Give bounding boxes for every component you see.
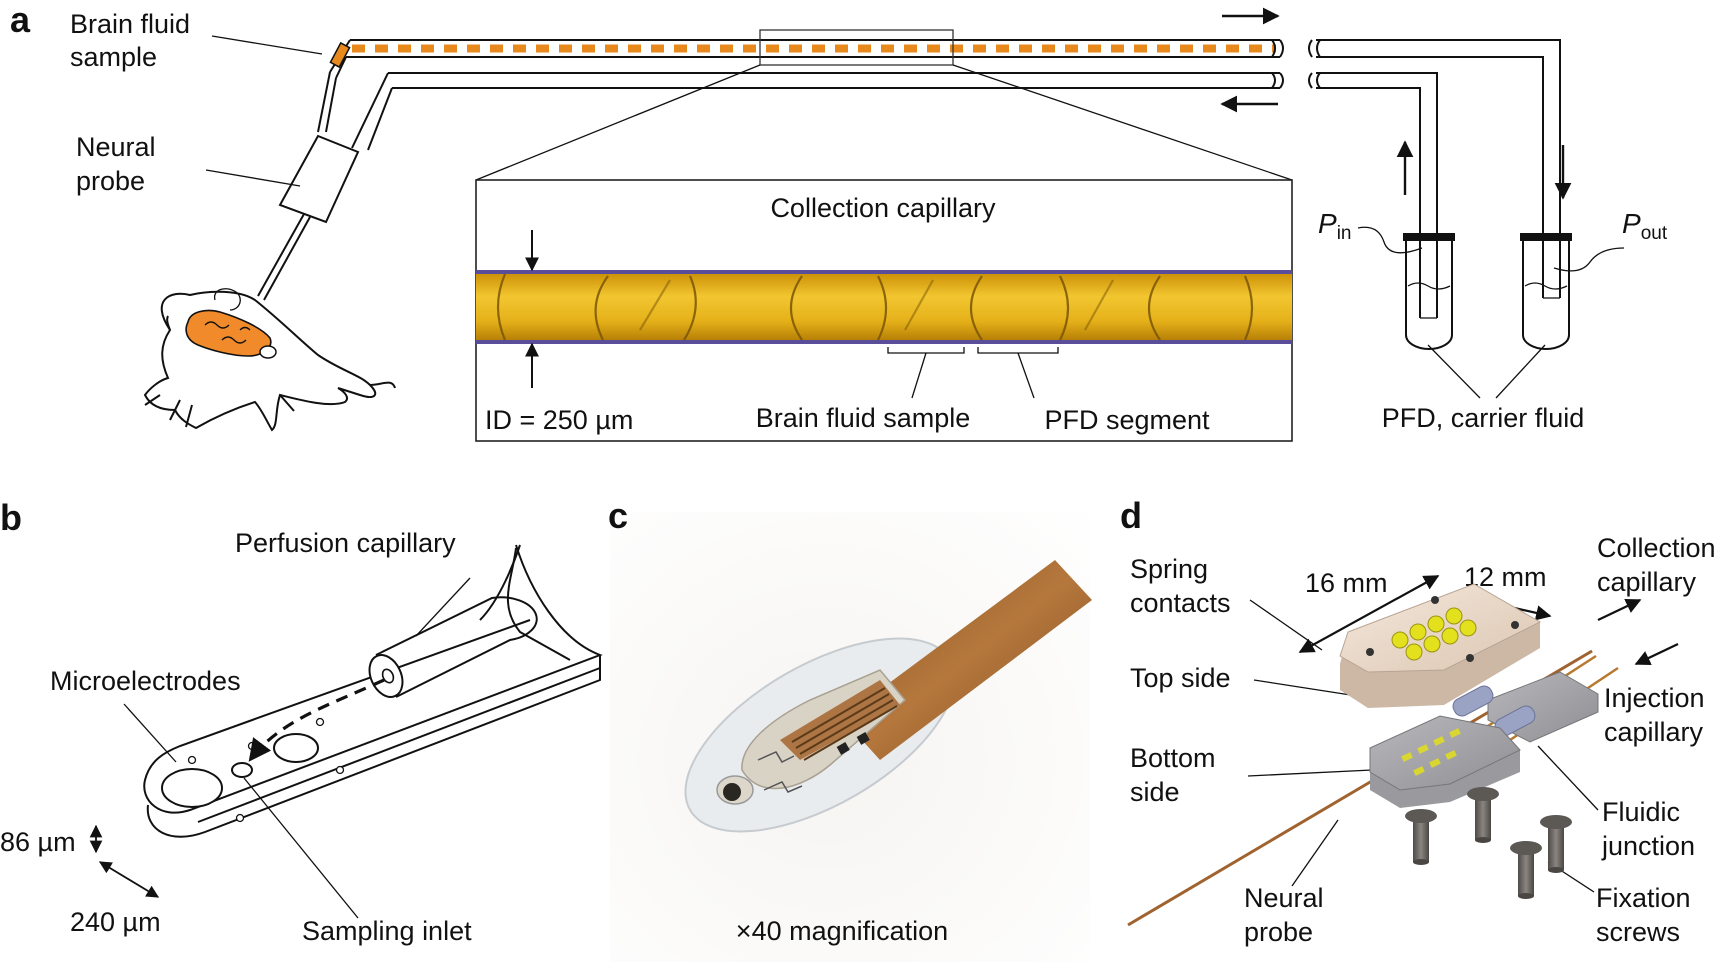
- label-neural-probe-1: Neural: [76, 132, 156, 162]
- label-neural-probe-2: probe: [76, 166, 145, 196]
- inset-brain-fluid-label: Brain fluid sample: [756, 403, 971, 433]
- inlet-dark: [723, 783, 741, 801]
- label-bottom-side-2: side: [1130, 777, 1180, 807]
- perfusion-capillary-cylinder: [368, 596, 538, 698]
- label-magnification: ×40 magnification: [736, 916, 948, 946]
- probe-shank: [143, 544, 603, 838]
- panel-a: a Brain fluid sample Neural probe: [10, 0, 1668, 442]
- label-fluidic-junction-1: Fluidic: [1602, 797, 1680, 827]
- inset-pfd-label: PFD segment: [1044, 405, 1210, 435]
- screw-2: [1467, 787, 1499, 843]
- collection-flow-arrow: [1597, 599, 1642, 621]
- label-p-out: Pout: [1622, 208, 1668, 244]
- label-carrier-fluid: PFD, carrier fluid: [1382, 403, 1585, 433]
- neural-probe-body: [257, 134, 360, 301]
- magnify-line-left: [475, 64, 761, 181]
- brain-icon: [185, 309, 272, 357]
- injection-flow-arrow: [1634, 643, 1679, 665]
- dim-16-arrow: [1298, 575, 1440, 653]
- collection-capillary-inset: Collection capillary ID = 250 µm: [475, 179, 1293, 442]
- spring-contacts: [1391, 607, 1477, 661]
- label-neural-probe-d-2: probe: [1244, 917, 1313, 947]
- sampling-inlet-hole: [231, 762, 253, 778]
- inset-id-label: ID = 250 µm: [485, 405, 633, 435]
- leader-neural-probe: [205, 169, 301, 187]
- sample-plug: [329, 41, 351, 69]
- top-side-block: [1339, 583, 1542, 708]
- label-perfusion-capillary: Perfusion capillary: [235, 528, 456, 558]
- label-thickness: 86 µm: [0, 827, 76, 857]
- label-fixation-screws-2: screws: [1596, 917, 1680, 947]
- inset-title: Collection capillary: [770, 193, 996, 223]
- reservoir-out: [1520, 233, 1572, 350]
- mouse-illustration: [143, 288, 396, 432]
- microelectrode-pad: [161, 768, 223, 808]
- leader-spring-contacts: [1249, 599, 1323, 651]
- label-width: 240 µm: [70, 907, 161, 937]
- panel-letter-d: d: [1120, 495, 1142, 536]
- leader-sampling-inlet: [243, 777, 359, 919]
- screw-3: [1510, 841, 1542, 899]
- leader-neural-probe-d: [1291, 819, 1339, 887]
- leader-brain-fluid-sample: [211, 35, 323, 55]
- fluidic-junction-block: [1452, 671, 1599, 743]
- screw-4: [1540, 815, 1572, 873]
- probe-tip-photo: [684, 560, 1092, 833]
- label-collection-capillary-1: Collection: [1597, 533, 1716, 563]
- label-fixation-screws-1: Fixation: [1596, 883, 1691, 913]
- label-injection-capillary-1: Injection: [1604, 683, 1705, 713]
- panel-d: d Spring contacts 16 mm 12 mm Collection…: [1120, 495, 1716, 947]
- leader-p-in: [1357, 226, 1423, 254]
- leader-carrier-in: [1427, 344, 1481, 399]
- width-arrow: [98, 861, 160, 898]
- label-p-in: Pin: [1318, 208, 1351, 244]
- label-bottom-side-1: Bottom: [1130, 743, 1216, 773]
- fixation-screws: [1405, 787, 1572, 899]
- panel-letter-c: c: [608, 495, 628, 536]
- collection-capillary-top: [346, 39, 1284, 58]
- leader-p-out: [1553, 247, 1625, 272]
- reservoir-in: [1403, 233, 1455, 350]
- leader-bottom-side: [1247, 769, 1373, 777]
- leader-fluidic-junction: [1537, 745, 1599, 811]
- panel-b: b Perfusion capillary Microelectrodes: [0, 497, 603, 946]
- label-collection-capillary-2: capillary: [1597, 567, 1697, 597]
- panel-c: c ×40 magnification: [608, 495, 1092, 962]
- label-injection-capillary-2: capillary: [1604, 717, 1704, 747]
- panel-letter-a: a: [10, 0, 31, 40]
- perfusion-capillary-top: [388, 72, 1284, 89]
- microelectrode-pad-2: [273, 733, 319, 763]
- label-spring-contacts-1: Spring: [1130, 554, 1208, 584]
- label-brain-fluid-sample-2: sample: [70, 42, 157, 72]
- reservoir-tubing: [1308, 39, 1561, 235]
- magnify-box: [759, 29, 954, 66]
- leader-carrier-out: [1495, 344, 1546, 399]
- label-spring-contacts-2: contacts: [1130, 588, 1231, 618]
- leader-perfusion-capillary: [415, 577, 471, 637]
- panel-letter-b: b: [0, 497, 22, 538]
- label-brain-fluid-sample-1: Brain fluid: [70, 9, 190, 39]
- magnify-line-right: [952, 64, 1293, 181]
- bottom-side-block: [1369, 715, 1521, 808]
- label-top-side: Top side: [1130, 663, 1231, 693]
- flow-path-arrow: [248, 678, 385, 762]
- screw-1: [1405, 809, 1437, 865]
- probe-shaft: [842, 560, 1092, 760]
- label-microelectrodes: Microelectrodes: [50, 666, 241, 696]
- label-neural-probe-d-1: Neural: [1244, 883, 1324, 913]
- label-dim-16: 16 mm: [1305, 568, 1388, 598]
- inset-segments: [496, 273, 1254, 341]
- label-sampling-inlet: Sampling inlet: [302, 916, 472, 946]
- label-fluidic-junction-2: junction: [1601, 831, 1695, 861]
- leader-microelectrodes: [123, 703, 177, 763]
